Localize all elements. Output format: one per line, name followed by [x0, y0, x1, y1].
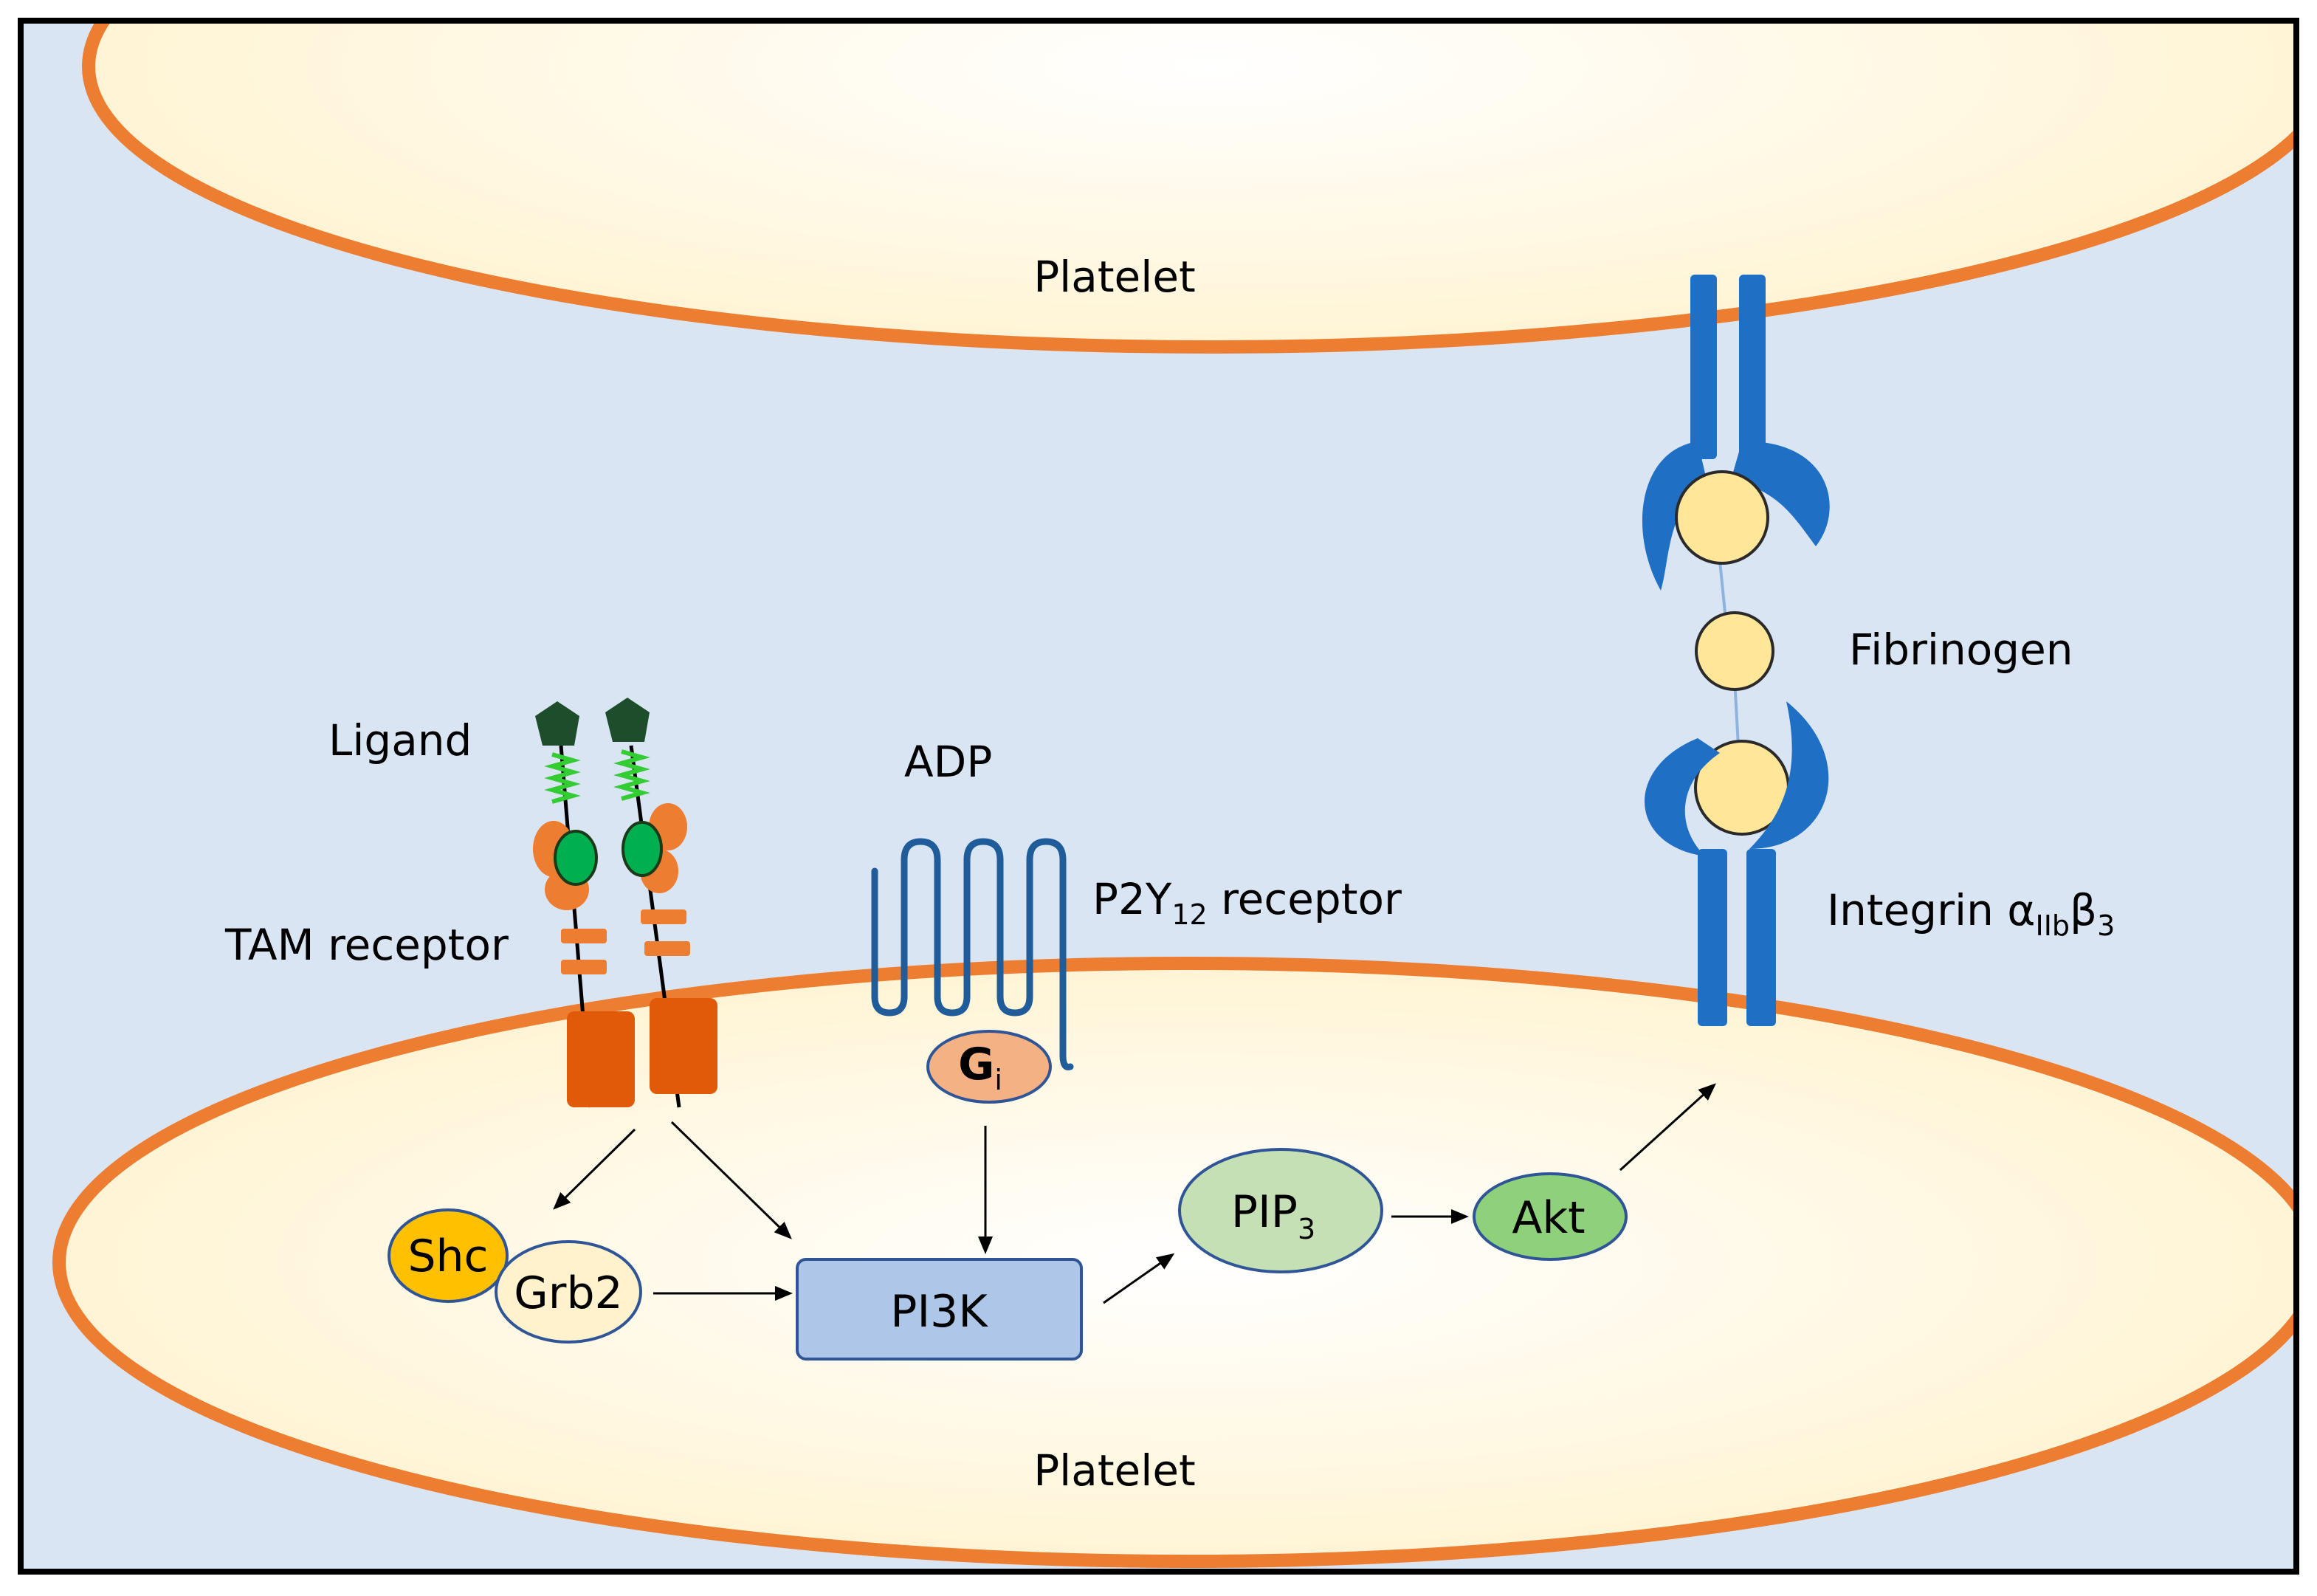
arrow-akt-to-integrin	[1619, 1083, 1716, 1172]
akt-node	[1473, 1172, 1628, 1261]
ligand-label: Ligand	[328, 715, 472, 766]
shc-node	[388, 1208, 509, 1303]
integrin-complex-icon	[1642, 275, 1830, 1026]
gi-protein-node	[926, 1030, 1052, 1104]
spring-icon	[544, 752, 581, 804]
top-integrin-left-head	[1642, 441, 1707, 591]
arrow-pi3k-to-pip3	[1103, 1253, 1175, 1304]
pi3k-node	[796, 1258, 1083, 1361]
outer-frame	[18, 18, 2299, 1575]
bottom-integrin-beta-stalk	[1746, 849, 1776, 1026]
tam-fn-domain	[561, 929, 607, 943]
tam-green-domain	[622, 821, 663, 877]
tam-fn-domain	[644, 941, 690, 956]
top-integrin-alpha-stalk	[1690, 275, 1717, 459]
tam-kinase-domain	[650, 998, 717, 1094]
top-integrin-beta-stalk	[1739, 275, 1766, 459]
tam-receptor-2	[605, 698, 717, 1108]
tam-kinase-domain	[567, 1011, 635, 1107]
pip3-label: PIP3	[1231, 1186, 1315, 1245]
ligand-icon	[605, 698, 650, 742]
arrow-tam-to-pi3k	[670, 1121, 792, 1239]
integrin-label: Integrin αIIbβ3	[1827, 885, 2115, 942]
gi-label: Gi	[958, 1039, 1002, 1096]
arrow-tam-to-shc	[553, 1128, 636, 1210]
bottom-platelet-membrane	[52, 957, 2296, 1568]
spring-icon	[613, 749, 650, 801]
akt-label: Akt	[1512, 1192, 1585, 1244]
p2y12-receptor-icon	[871, 838, 1074, 1070]
ligand-icon	[535, 701, 579, 746]
bottom-integrin-left-head	[1645, 738, 1720, 856]
grb2-label: Grb2	[514, 1267, 622, 1319]
shc-label: Shc	[407, 1231, 488, 1282]
pi3k-label: PI3K	[890, 1286, 988, 1338]
bottom-integrin-alpha-stalk	[1698, 849, 1727, 1026]
tam-receptor-label: TAM receptor	[224, 920, 509, 970]
top-platelet-label: Platelet	[1033, 252, 1196, 302]
adp-label: ADP	[904, 737, 992, 787]
p2y12-label: P2Y12 receptor	[1092, 874, 1402, 931]
bottom-integrin-right-head	[1749, 701, 1829, 849]
top-integrin-right-head	[1731, 441, 1830, 546]
tam-green-domain	[554, 830, 598, 886]
arrows	[553, 1083, 1716, 1304]
fibrinogen-bead-top	[1675, 470, 1769, 565]
tam-fn-domain	[561, 960, 607, 974]
top-platelet-membrane	[82, 21, 2296, 354]
p2y12-helix-path	[871, 838, 1074, 1070]
tam-receptor-1	[533, 701, 635, 1108]
fibrinogen-bead-middle	[1695, 611, 1774, 691]
tam-receptor-dimer-icon	[533, 698, 717, 1108]
tam-fn-domain	[641, 909, 686, 924]
grb2-node	[495, 1240, 642, 1344]
fibrinogen-link	[1718, 560, 1727, 621]
bottom-platelet-label: Platelet	[1033, 1445, 1196, 1496]
fibrinogen-label: Fibrinogen	[1849, 625, 2073, 675]
pip3-node	[1178, 1148, 1383, 1273]
